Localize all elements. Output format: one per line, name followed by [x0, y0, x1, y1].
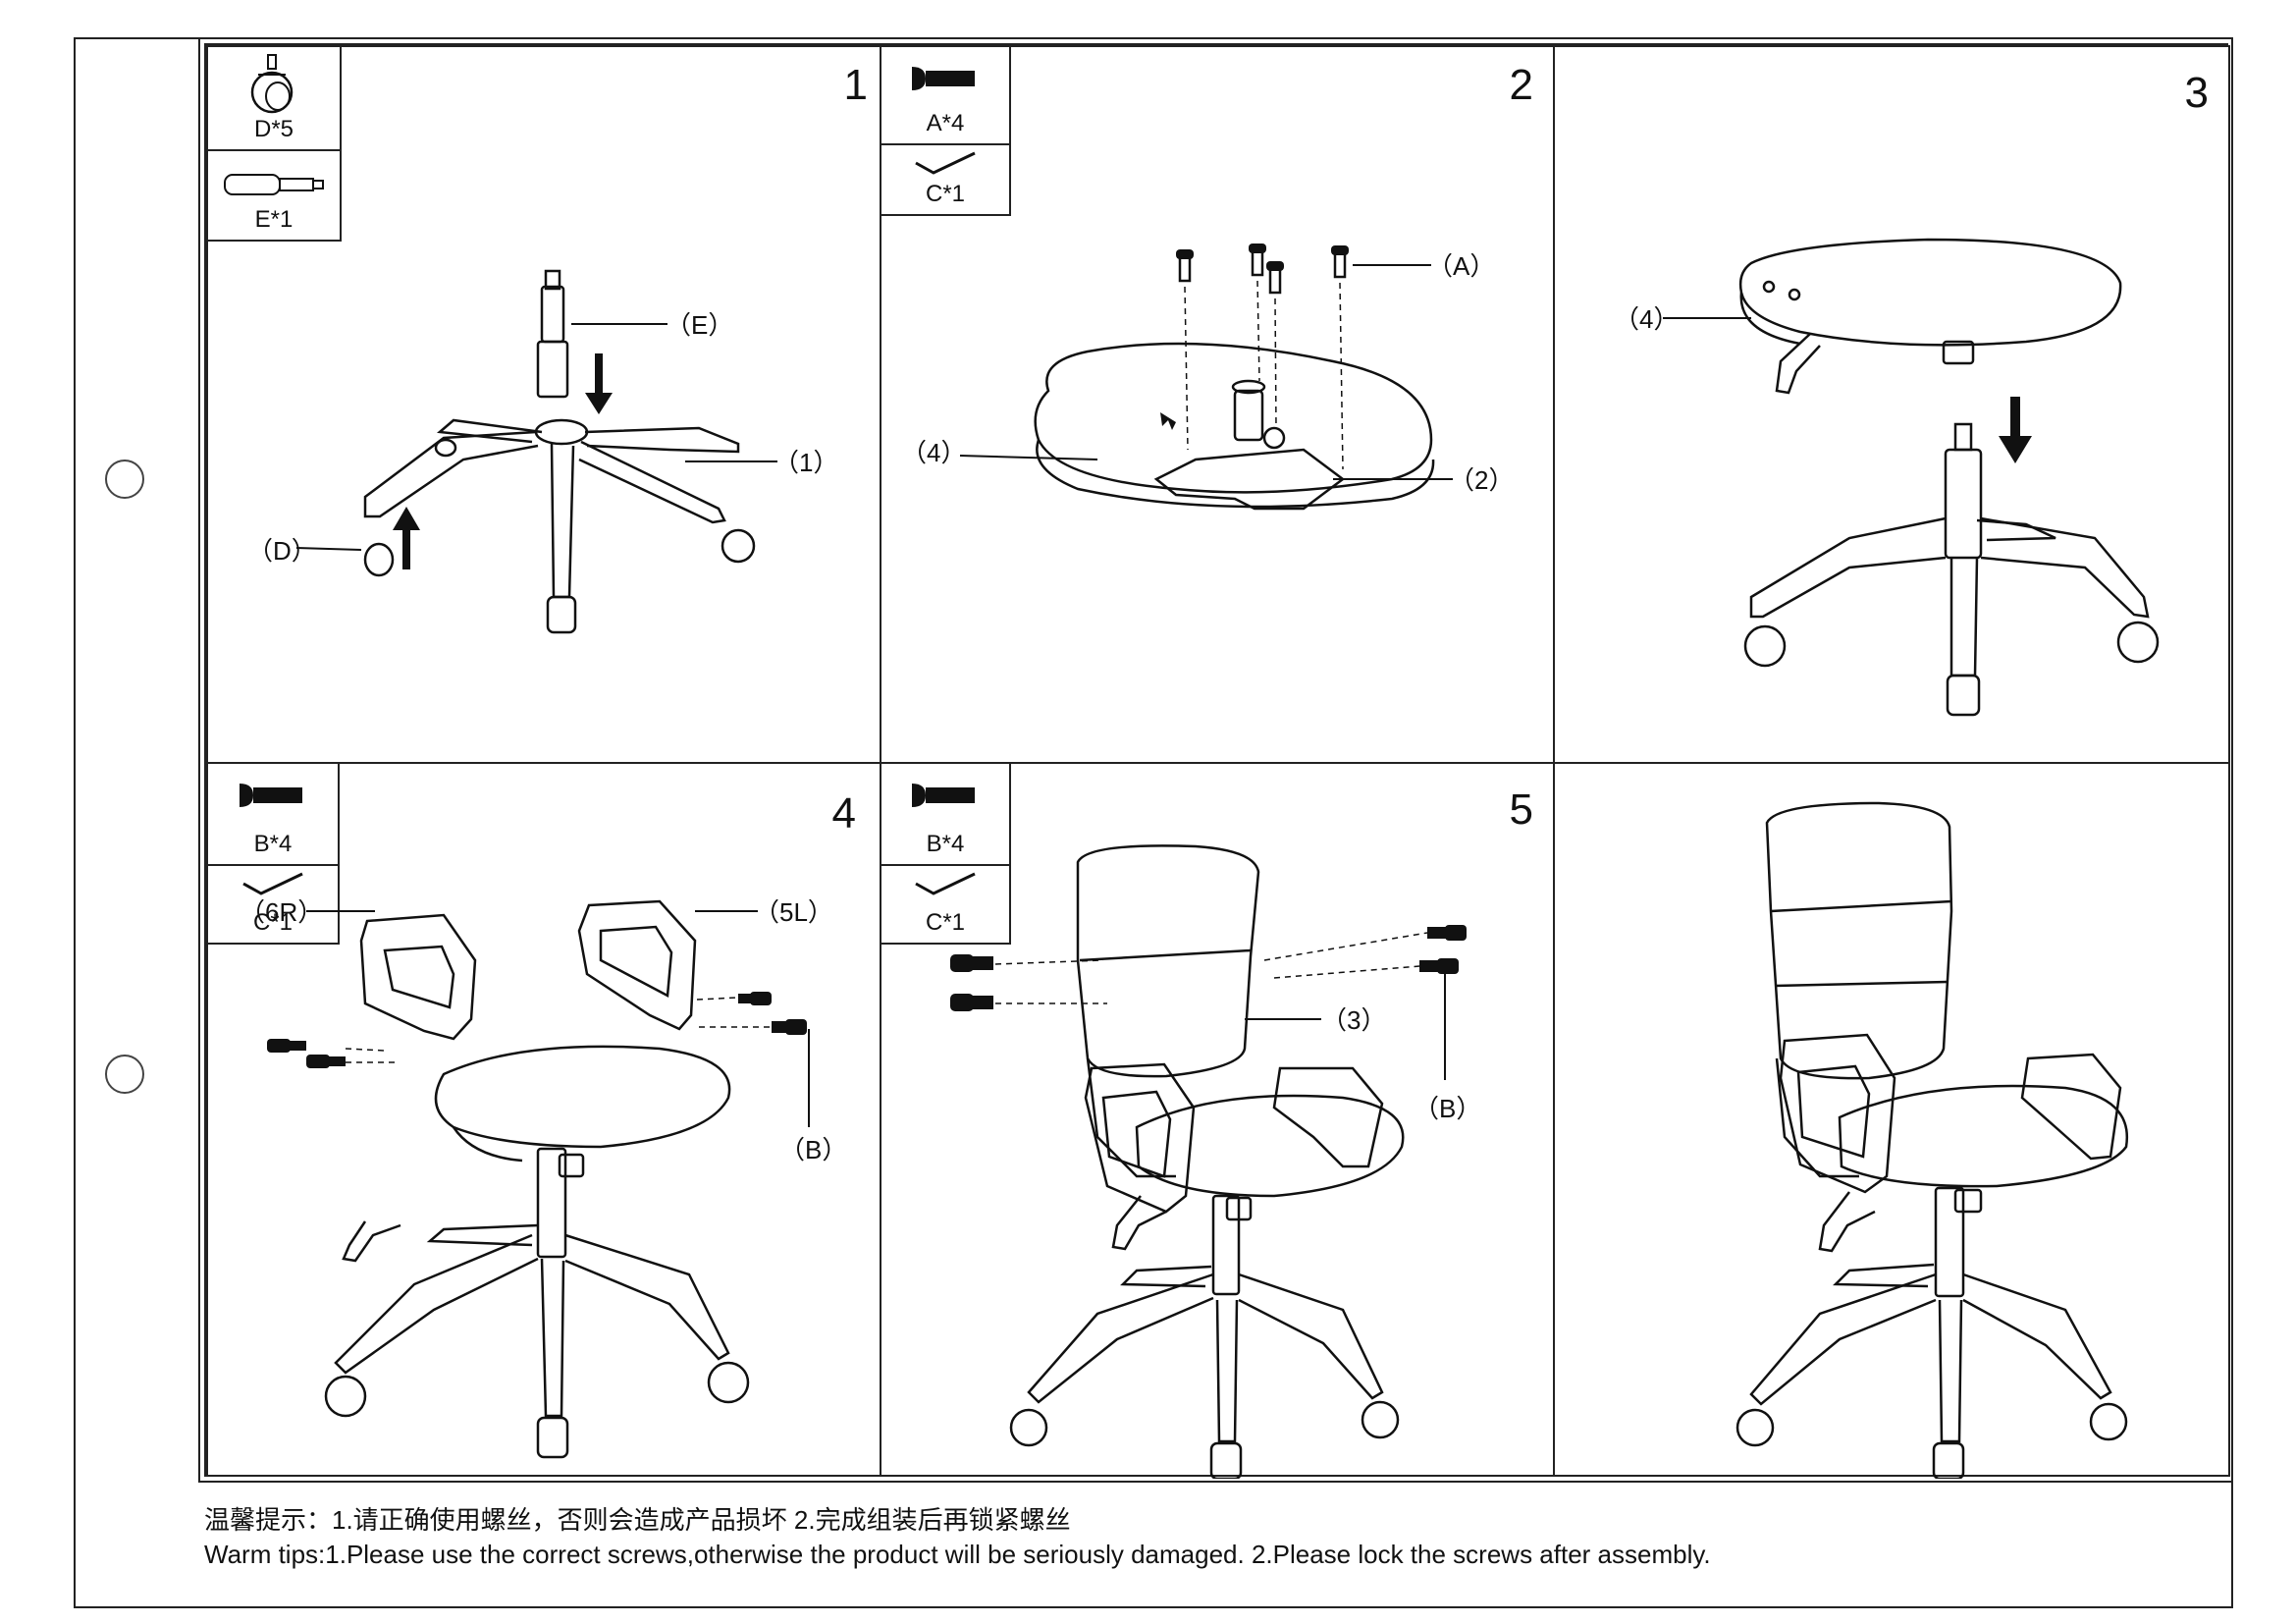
callout-label: （5L）: [754, 897, 833, 927]
step-number: 1: [843, 61, 868, 109]
page-frame: [74, 37, 2233, 1608]
part-item: A*4: [881, 47, 1009, 143]
screw-icon: [912, 67, 975, 90]
screw-icon: [240, 784, 302, 807]
finished-chair-illustration: [1735, 801, 2129, 1479]
part-item: C*1: [881, 864, 1009, 943]
part-label: C*1: [252, 909, 294, 936]
callout-label: （4）: [1614, 304, 1679, 334]
part-item: E*1: [208, 149, 340, 240]
part-item: B*4: [881, 764, 1009, 864]
hex-key-icon: [915, 151, 976, 175]
tips-chinese: 温馨提示：1.请正确使用螺丝，否则会造成产品损坏 2.完成组装后再锁紧螺丝: [204, 1505, 1071, 1535]
instruction-grid: D*5 E*1 1: [204, 43, 2230, 1479]
part-label: B*4: [253, 831, 293, 857]
callout-label: （E）: [666, 310, 733, 340]
part-label: A*4: [926, 110, 965, 136]
step-number: 5: [1509, 785, 1533, 834]
gas-cylinder-icon: [224, 174, 324, 195]
step-number: 3: [2184, 69, 2209, 117]
callout-label: （B）: [779, 1135, 847, 1164]
caster-icon: [250, 54, 294, 114]
part-item: C*1: [881, 143, 1009, 214]
callout-label: （D）: [247, 536, 317, 566]
parts-box: D*5 E*1: [208, 47, 342, 242]
base-assembly-illustration: （E） （1） （D）: [247, 269, 838, 634]
step-2-panel: A*4 C*1 2: [880, 45, 1555, 764]
seat-plate-illustration: （A） （4） （2）: [901, 244, 1514, 511]
step-6-panel: [1553, 762, 2230, 1479]
binder-hole-icon: [105, 460, 144, 499]
callout-label: （B）: [1414, 1094, 1481, 1123]
callout-label: （1）: [774, 448, 838, 477]
seat-onto-base-illustration: （4）: [1614, 238, 2160, 717]
step-3-panel: 3: [1553, 45, 2230, 764]
step-4-panel: B*4 C*1 4: [206, 762, 881, 1477]
part-label: B*4: [926, 831, 965, 857]
callout-label: （3）: [1321, 1005, 1386, 1035]
step-number: 2: [1509, 61, 1533, 109]
binder-hole-icon: [105, 1055, 144, 1094]
part-item: B*4: [208, 764, 338, 864]
part-label: E*1: [254, 206, 294, 233]
part-item: C*1: [208, 864, 338, 943]
content-frame: [198, 37, 2233, 1483]
hex-key-icon: [915, 872, 976, 895]
callout-label: （6R）: [240, 897, 323, 927]
callout-label: （A）: [1427, 251, 1495, 281]
callout-label: （2）: [1449, 465, 1514, 495]
part-label: C*1: [925, 909, 966, 936]
part-label: C*1: [925, 181, 966, 207]
backrest-attach-illustration: （3） （B）: [950, 844, 1481, 1479]
step-5-panel: B*4 C*1 5: [880, 762, 1555, 1479]
part-label: D*5: [253, 116, 294, 142]
parts-box: B*4 C*1: [208, 764, 340, 945]
parts-box: A*4 C*1: [881, 47, 1011, 216]
hex-key-icon: [242, 872, 303, 895]
screw-icon: [912, 784, 975, 807]
part-item: D*5: [208, 47, 340, 149]
callout-label: （4）: [901, 438, 966, 467]
step-number: 4: [831, 789, 856, 838]
parts-box: B*4 C*1: [881, 764, 1011, 945]
armrest-attach-illustration: （6R） （5L） （B）: [240, 897, 847, 1459]
tips-english: Warm tips:1.Please use the correct screw…: [204, 1540, 1711, 1569]
step-1-panel: D*5 E*1 1: [206, 45, 881, 764]
